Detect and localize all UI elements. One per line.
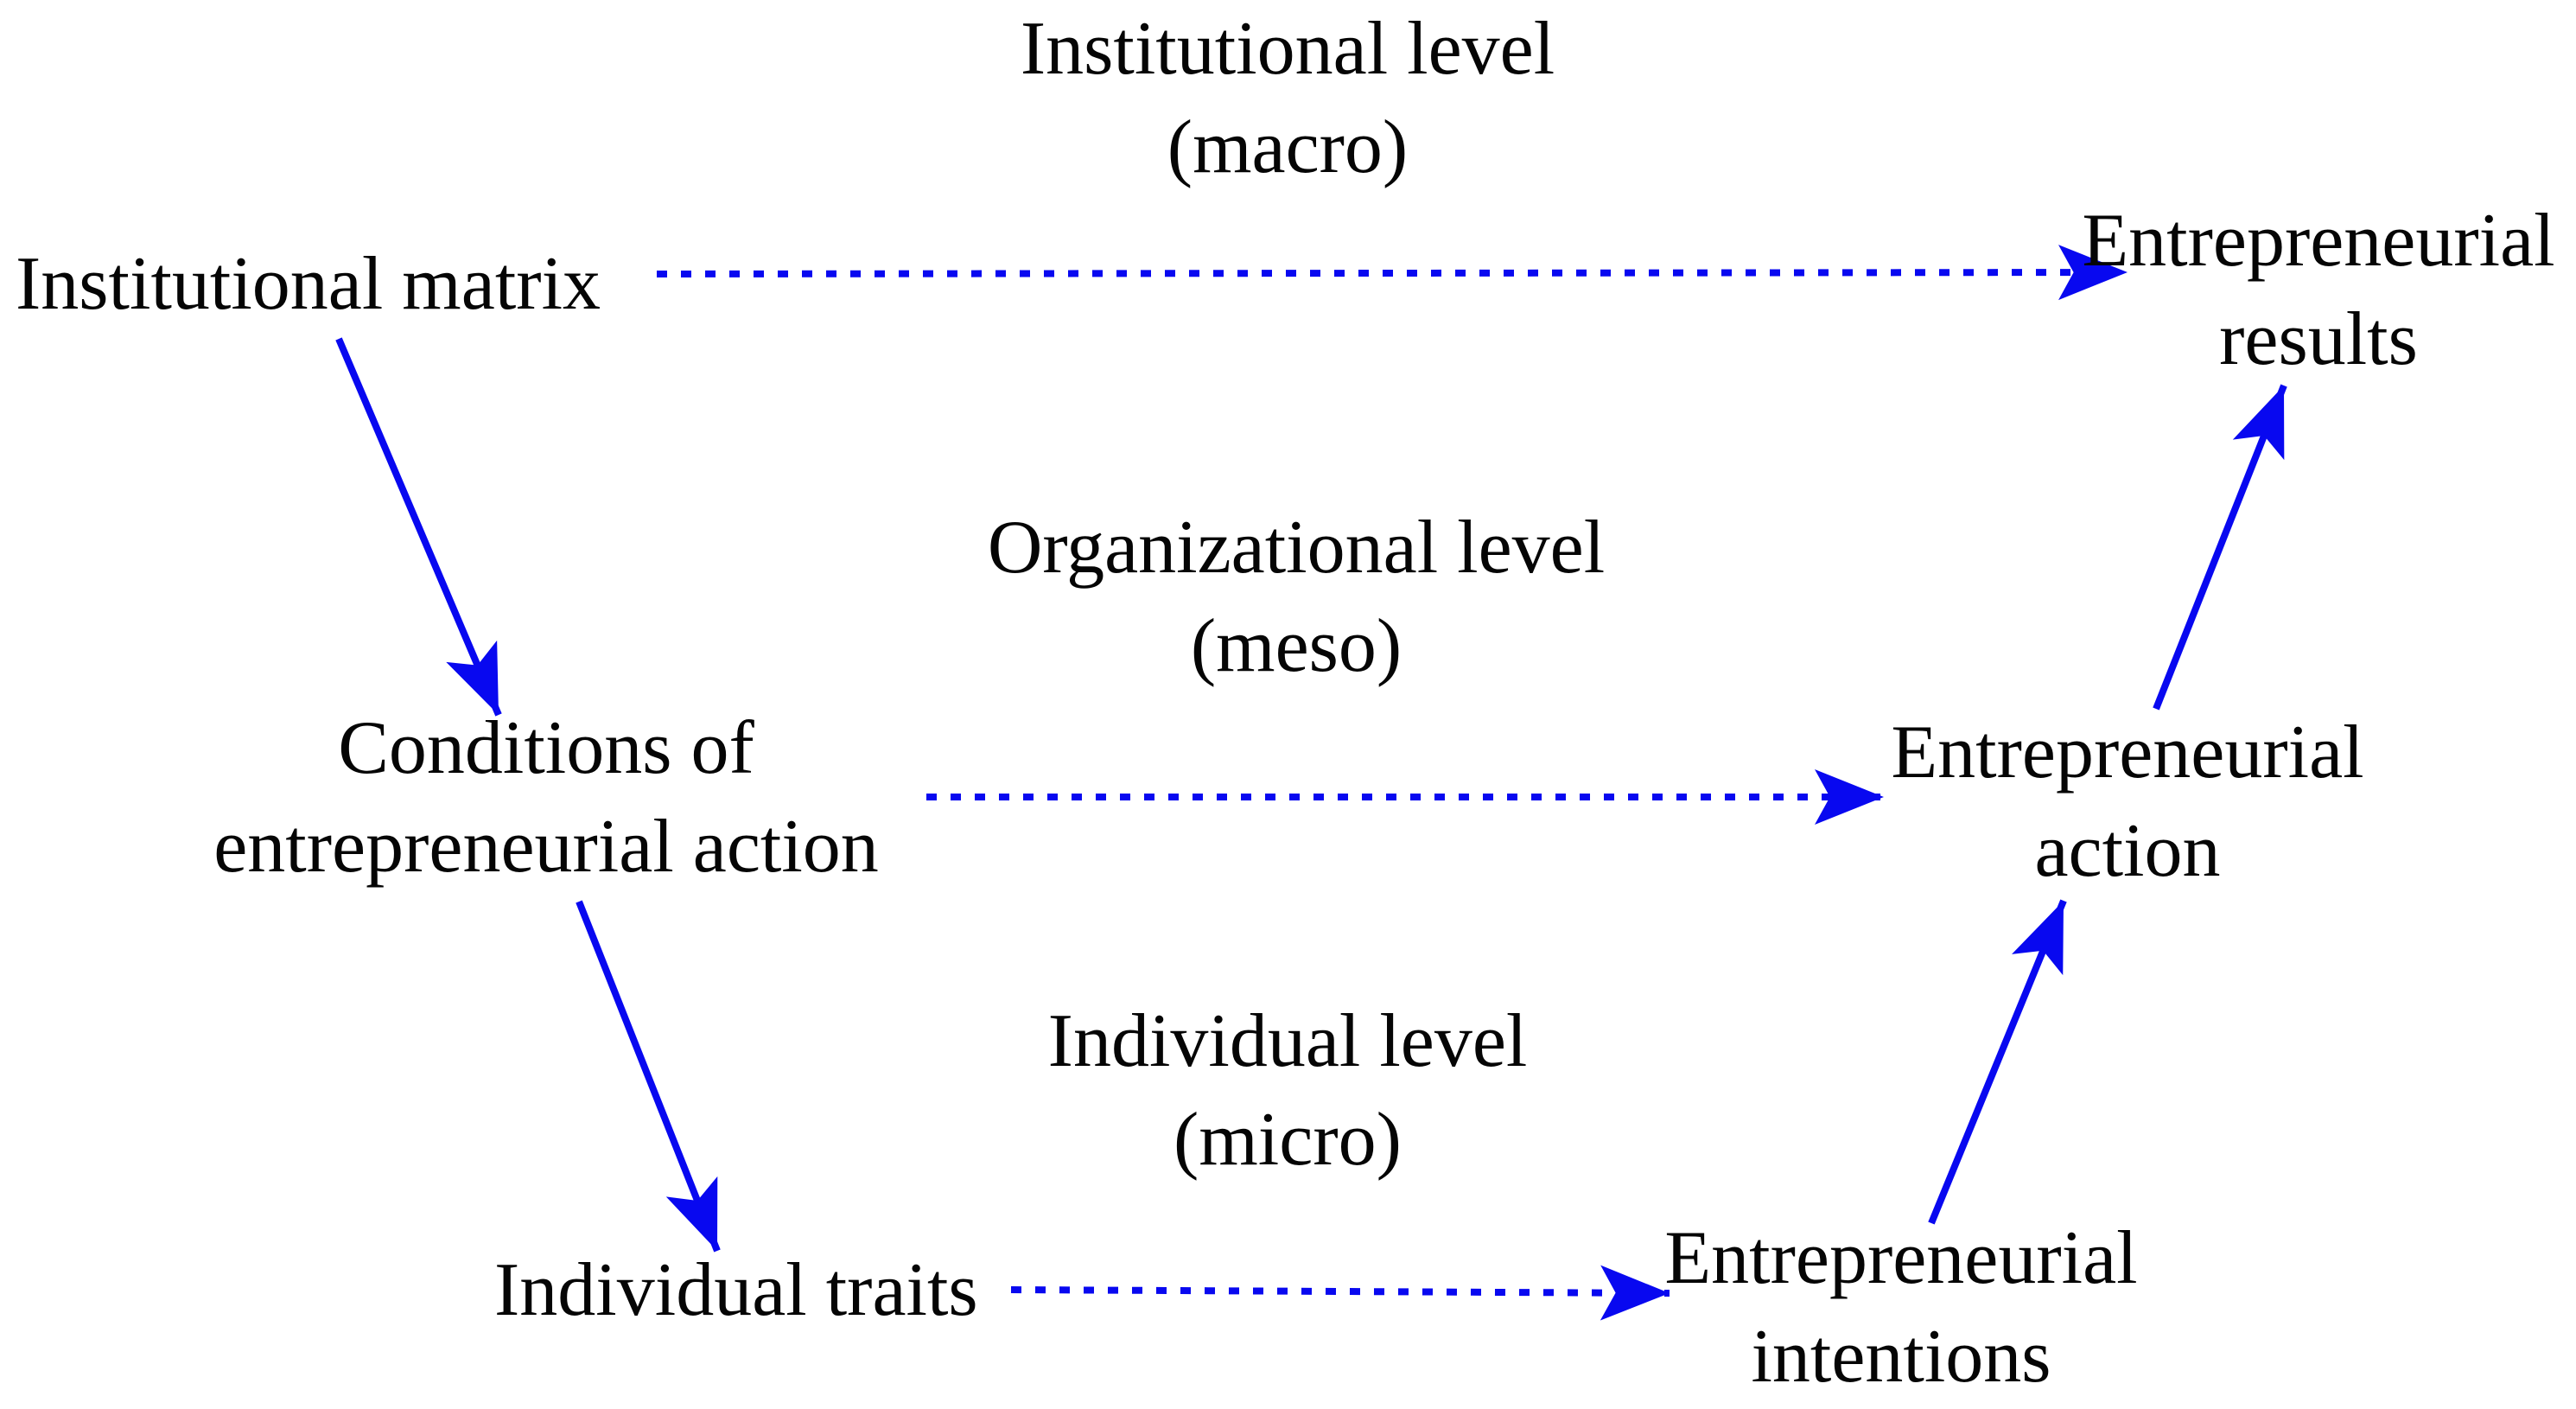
node-entrepreneurial-intentions: Entrepreneurial intentions — [1664, 1216, 2138, 1399]
level-label-individual-micro: Individual level (micro) — [1047, 999, 1528, 1182]
edge-intentions-to-action — [1928, 899, 2067, 1225]
edge-matrix-to-results — [656, 245, 2128, 301]
node-conditions-of-entrepreneurial-action: Conditions of entrepreneurial action — [213, 706, 879, 889]
node-entrepreneurial-results: Entrepreneurial results — [2082, 199, 2555, 381]
edge-action-to-results — [2153, 384, 2287, 711]
edge-conditions-to-traits — [576, 900, 721, 1253]
node-institutional-matrix: Institutional matrix — [16, 242, 601, 326]
edge-traits-to-intentions — [1010, 1265, 1670, 1321]
level-label-institutional-macro: Institutional level (macro) — [1020, 7, 1555, 189]
level-label-organizational-meso: Organizational level (meso) — [987, 506, 1606, 688]
node-individual-traits: Individual traits — [494, 1248, 978, 1332]
node-entrepreneurial-action: Entrepreneurial action — [1891, 711, 2364, 893]
edge-matrix-to-conditions — [335, 337, 502, 717]
